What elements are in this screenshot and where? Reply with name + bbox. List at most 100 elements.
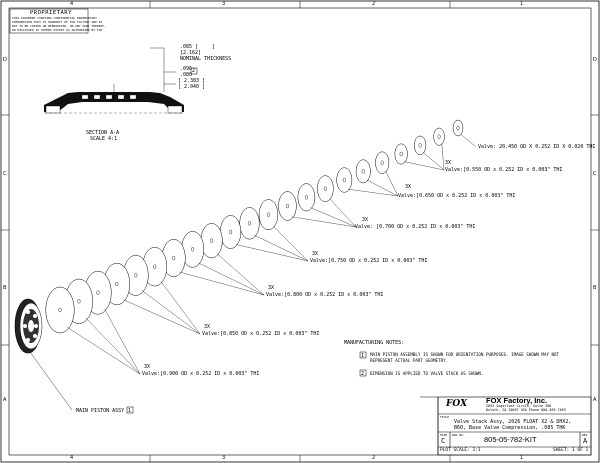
valve-label-1: Valve:[0.550 OD x 0.252 ID x 0.003" THI	[445, 167, 563, 173]
valve-disk-bore	[361, 169, 365, 174]
note-1-line-2: REPRESENT ACTUAL PART GEOMETRY.	[370, 358, 449, 363]
leader-line	[404, 161, 445, 171]
valve-label-6: Valve:[0.850 OD x 0.252 ID x 0.003" THI	[202, 331, 320, 337]
section-a-a-view	[44, 47, 184, 114]
thickness-dimension-metric: [2.162]	[180, 50, 202, 56]
leader-line	[198, 262, 265, 296]
valve-disk-bore	[77, 299, 81, 304]
plot-scale: PLOT SCALE: 1:1	[440, 448, 481, 453]
main-piston-callout: 1	[128, 408, 132, 414]
leader-line	[422, 152, 445, 171]
stack-height-callout: 2	[192, 68, 196, 74]
notes-header: MANUFACTURING NOTES:	[344, 340, 405, 346]
stack-height-max: .096	[180, 66, 193, 72]
section-scale: SCALE 4:1	[90, 136, 118, 142]
valve-disk-bore	[342, 177, 346, 183]
valve-disk-bore	[115, 281, 119, 287]
note-2-line-1: DIMENSION IS APPLIED TO VALVE STACK AS S…	[370, 371, 484, 376]
rev-label: REV	[582, 433, 588, 437]
leader-line	[216, 253, 265, 296]
valve-disk-bore	[399, 151, 403, 157]
leader-line	[67, 327, 141, 375]
valve-label-3: Valve: [0.700 OD x 0.252 ID x 0.003" THI	[355, 224, 476, 230]
stack-height-metric-b: [ 2.040 ]	[178, 84, 206, 90]
valve-disk-bore	[437, 134, 441, 139]
valve-disk-bore	[304, 195, 308, 200]
valve-disk-bore	[134, 273, 138, 278]
valve-disk-bore	[96, 290, 100, 295]
rev-value: A	[583, 437, 588, 445]
leader-line	[329, 198, 357, 228]
leader-line	[179, 271, 265, 296]
title-line-2: B60, Base Valve Compression, .085 THK	[454, 425, 566, 431]
sheet-number: SHEET: 1 OF 1	[553, 448, 589, 453]
valve-multiplier-2: 3X	[405, 184, 412, 190]
main-piston-label: MAIN PISTON ASSY	[76, 408, 125, 414]
leader-line	[85, 317, 141, 375]
valve-disk-bore	[380, 160, 384, 165]
zone-row-left-b: B	[3, 285, 7, 291]
leader-line	[441, 143, 445, 171]
valve-multiplier-5: 3X	[268, 285, 275, 291]
leader-line	[254, 235, 309, 262]
thickness-note: NOMINAL THICKNESS	[180, 56, 232, 62]
valve-disk-bore	[58, 307, 62, 313]
leader-line	[235, 244, 309, 262]
leader-line	[104, 308, 141, 375]
proprietary-line-1: THIS DOCUMENT CONTAINS CONFIDENTIAL PROP…	[12, 16, 97, 20]
valve-disk-bore	[456, 125, 460, 131]
leader-lines	[67, 133, 477, 375]
dwg-number: 805-05-782-KIT	[484, 435, 537, 444]
zone-row-left-d: D	[3, 57, 7, 63]
section-label: SECTION A-A	[86, 130, 120, 136]
callout-boxes	[9, 8, 367, 414]
valve-disk-bore	[191, 247, 195, 252]
note-1-line-1: MAIN PISTON ASSEMBLY IS SHOWN FOR ORIENT…	[370, 352, 560, 357]
stack-height-metric-a: [ 2.383 ]	[178, 78, 206, 84]
title-label: TITLE	[440, 415, 450, 419]
fox-logo: FOX	[446, 399, 468, 409]
valve-disk-bore	[248, 221, 252, 226]
valve-multiplier-4: 3X	[312, 251, 319, 257]
zone-col-top-2: 2	[372, 1, 376, 7]
stack-height-min: .080	[180, 72, 193, 78]
zone-row-right-a: A	[593, 397, 597, 403]
zone-col-top-1: 1	[520, 1, 524, 7]
dwg-label: DWG NO.	[452, 433, 465, 437]
valve-stack-disks	[45, 119, 464, 334]
proprietary-line-4: OR DISCLOSED TO OTHERS EXCEPT AS AUTHORI…	[12, 28, 103, 32]
valve-label-5: Valve:[0.800 OD x 0.252 ID x 0.003" THI	[266, 292, 384, 298]
valve-multiplier-3: 3X	[362, 217, 369, 223]
zone-row-right-c: C	[593, 171, 597, 177]
valve-label-2: Valve:[0.650 OD x 0.252 ID x 0.003" THI	[398, 193, 516, 199]
zone-col-bottom-2: 2	[372, 455, 376, 461]
leader-line	[460, 133, 477, 148]
title-block-frame	[420, 396, 592, 456]
zone-col-top-4: 4	[70, 1, 74, 7]
leader-line	[273, 225, 309, 262]
valve-disk-bore	[266, 212, 270, 217]
company-address-1: 2055 Sugarloaf Circle, Suite 300	[486, 404, 552, 408]
title-line-1: Valve Stack Assy, 2026 FLOAT X2 & DHX2,	[454, 419, 572, 425]
valve-multiplier-6: 3X	[204, 324, 211, 330]
valve-disk-bore	[323, 186, 327, 191]
valve-label-0: Valve: 20.450 OD X 0.252 ID X 0.020 THI	[478, 144, 596, 150]
valve-label-7: Valve:[0.900 OD x 0.252 ID x 0.003" THI	[142, 371, 260, 377]
valve-disk-bore	[153, 264, 157, 269]
note-1-number: 1	[361, 353, 365, 359]
company-name: FOX Factory, Inc.	[486, 396, 548, 405]
leader-line	[123, 299, 201, 335]
valve-multiplier-7: 3X	[144, 364, 151, 370]
leader-line	[160, 281, 201, 335]
valve-label-4: Valve:[0.750 OD x 0.252 ID x 0.003" THI	[310, 258, 428, 264]
size-value: C	[441, 437, 446, 445]
company-address-2: Duluth, GA 30097 USA Phone 800-369-7469	[486, 408, 566, 412]
thickness-dimension: .085 [	[180, 44, 199, 50]
zone-col-bottom-3: 3	[222, 455, 226, 461]
zone-row-right-b: B	[593, 285, 597, 291]
zone-row-right-d: D	[593, 57, 597, 63]
proprietary-line-2: INFORMATION THAT IS PROPERTY OF FOX FACT…	[12, 20, 103, 24]
valve-multiplier-1: 3X	[445, 160, 452, 166]
